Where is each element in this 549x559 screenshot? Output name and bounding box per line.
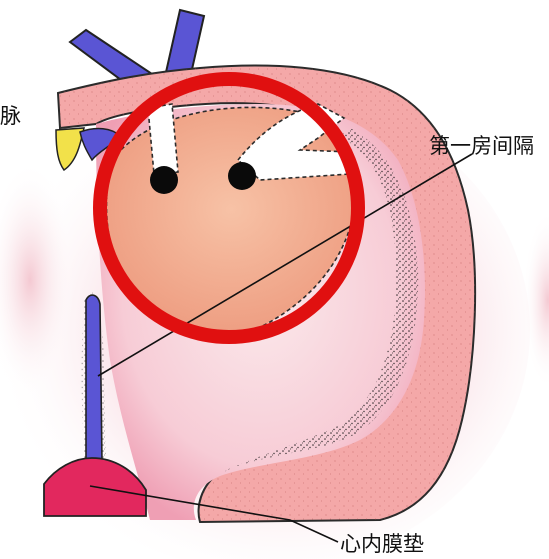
partial-vessel-label: 脉 bbox=[0, 106, 21, 127]
endocardial-cushion-label: 心内膜垫 bbox=[340, 534, 424, 555]
left-ostium-dot bbox=[150, 166, 178, 194]
septum-primum-label: 第一房间隔 bbox=[429, 136, 534, 157]
right-ostium-dot bbox=[228, 162, 256, 190]
